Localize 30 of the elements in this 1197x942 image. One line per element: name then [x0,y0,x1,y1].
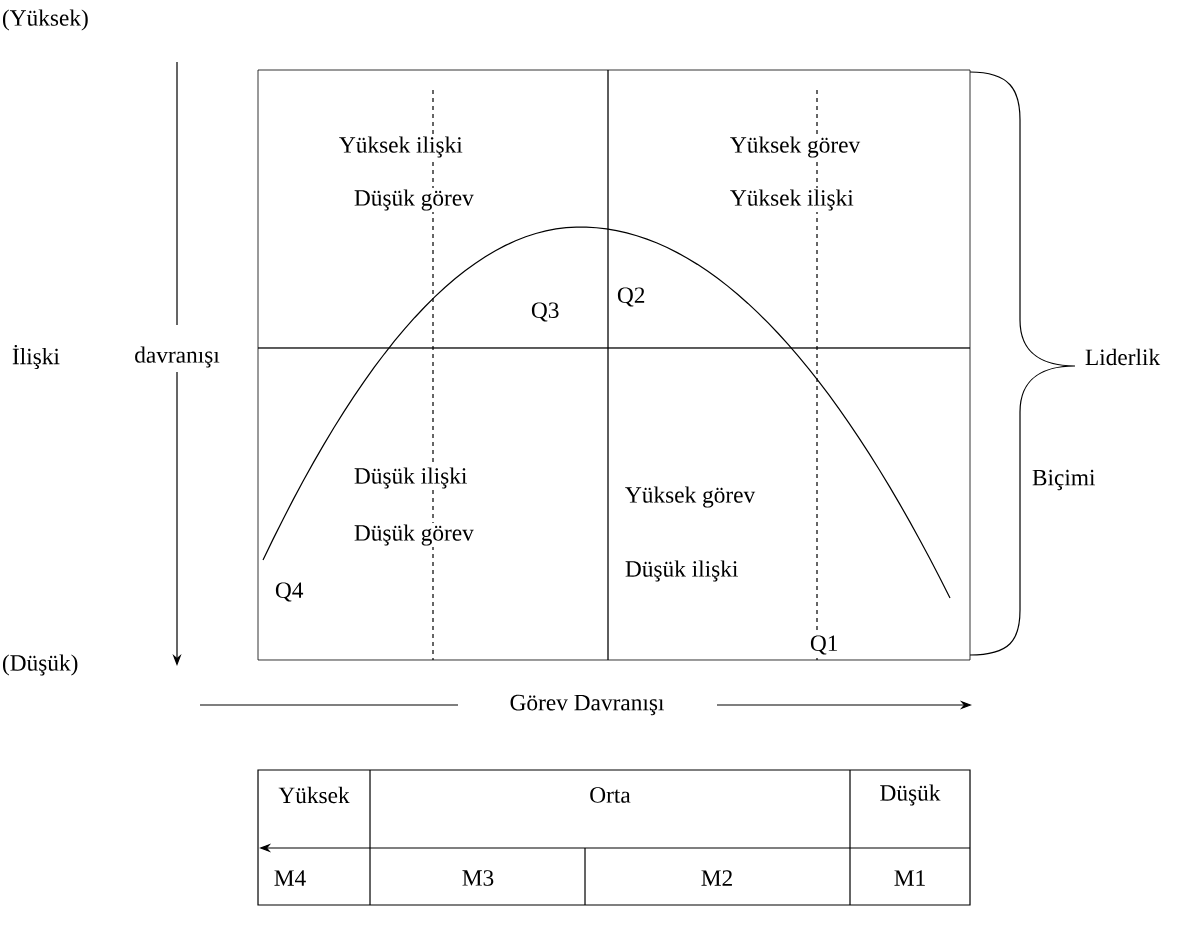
quadrant-label: Yüksek ilişki [337,135,465,159]
axis-title: Görev Davranışı [510,694,664,716]
quadrant-label: Yüksek görev [623,485,757,509]
table-cell: Yüksek [278,786,350,804]
quadrant-label: Yüksek görev [728,135,862,159]
quadrant-box [607,69,971,349]
quadrant-code: Q2 [615,286,647,308]
quadrant-box [257,347,609,661]
quadrant-label: Düşük ilişki [623,559,740,583]
axis-label: (Düşük) [2,654,78,676]
axis-label: (Yüksek) [2,9,88,31]
quadrant-label: Düşük görev [352,523,476,547]
quadrant-code: Q4 [273,581,305,603]
axis-title: İlişki [12,344,60,370]
quadrant-box [607,347,971,661]
axis-title: davranışı [135,346,220,368]
table-cell: M2 [701,870,732,886]
quadrant-label: Yüksek ilişki [728,188,856,212]
quadrant-label: Düşük ilişki [352,466,469,490]
table-cell: M1 [894,870,925,886]
table-cell: M4 [274,870,306,886]
table-cell: M3 [462,870,494,886]
table-cell: Orta [590,787,631,803]
quadrant-code: Q1 [808,634,840,656]
brace-label: Biçimi [1032,469,1096,491]
quadrant-box [257,69,609,349]
quadrant-code: Q3 [529,301,561,323]
table-cell: Düşük [880,784,941,806]
quadrant-label: Düşük görev [352,188,476,212]
brace-label: Liderlik [1085,348,1161,366]
